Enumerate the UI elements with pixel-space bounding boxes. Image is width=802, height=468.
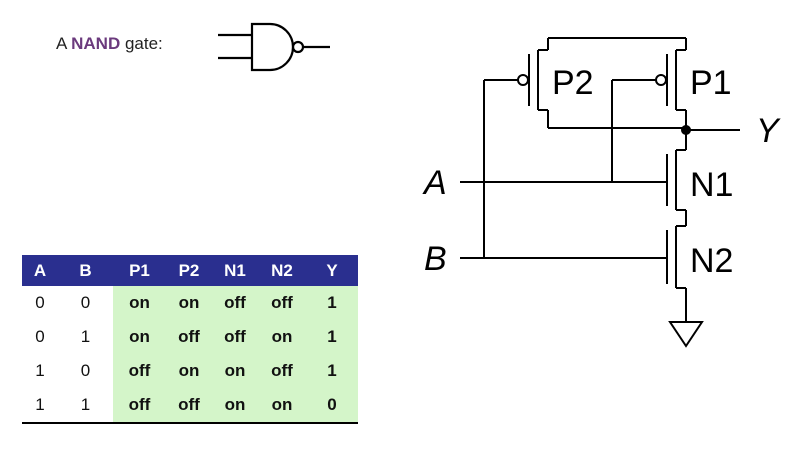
cell-b: 0	[80, 361, 91, 380]
header-b: B	[58, 255, 113, 286]
cell-n1: on	[212, 388, 258, 424]
caption-prefix: A	[56, 34, 72, 53]
table-row: 1 0 off on on off 1	[22, 354, 358, 388]
cell-p1: off	[113, 354, 166, 388]
cell-p1: off	[113, 388, 166, 424]
header-n1: N1	[212, 255, 258, 286]
cell-p1: on	[113, 286, 166, 320]
cell-n1: off	[212, 320, 258, 354]
cell-p2: on	[166, 354, 212, 388]
label-n1: N1	[690, 166, 733, 204]
cell-p2: off	[166, 388, 212, 424]
header-y: Y	[306, 255, 358, 286]
cell-a: 1	[22, 388, 58, 424]
cell-p2: on	[166, 286, 212, 320]
cell-n2: off	[258, 286, 306, 320]
header-n2: N2	[258, 255, 306, 286]
cell-n2: on	[258, 320, 306, 354]
cell-y: 1	[306, 354, 358, 388]
cell-a: 0	[35, 327, 45, 346]
truth-table-header: A B P1 P2 N1 N2 Y	[22, 255, 358, 286]
cell-p2: off	[166, 320, 212, 354]
cell-b: 1	[58, 388, 113, 424]
table-row: 0 1 on off off on 1	[22, 320, 358, 354]
label-p1: P1	[690, 64, 732, 102]
header-p2: P2	[166, 255, 212, 286]
caption-nand: NAND	[71, 34, 121, 53]
header-p1: P1	[113, 255, 166, 286]
caption-suffix: gate:	[120, 34, 163, 53]
cell-b: 0	[80, 293, 91, 312]
cell-y: 1	[306, 320, 358, 354]
table-row: 0 0 on on off off 1	[22, 286, 358, 320]
cell-p1: on	[113, 320, 166, 354]
label-input-a: A	[422, 164, 447, 202]
label-input-b: B	[424, 240, 447, 278]
cell-n1: on	[212, 354, 258, 388]
truth-table: A B P1 P2 N1 N2 Y 0 0 on on off off 1 0 …	[22, 255, 358, 424]
label-output-y: Y	[756, 112, 781, 150]
gate-caption: A NAND gate:	[56, 34, 163, 54]
label-p2: P2	[552, 64, 594, 102]
cell-a: 1	[35, 361, 45, 380]
header-a: A	[22, 255, 58, 286]
table-row: 1 1 off off on on 0	[22, 388, 358, 424]
cell-n2: on	[258, 388, 306, 424]
label-n2: N2	[690, 242, 733, 280]
cell-y: 1	[306, 286, 358, 320]
cell-n1: off	[212, 286, 258, 320]
cell-a: 0	[35, 293, 45, 312]
cell-y: 0	[306, 388, 358, 424]
cell-b: 1	[80, 327, 91, 346]
cell-n2: off	[258, 354, 306, 388]
